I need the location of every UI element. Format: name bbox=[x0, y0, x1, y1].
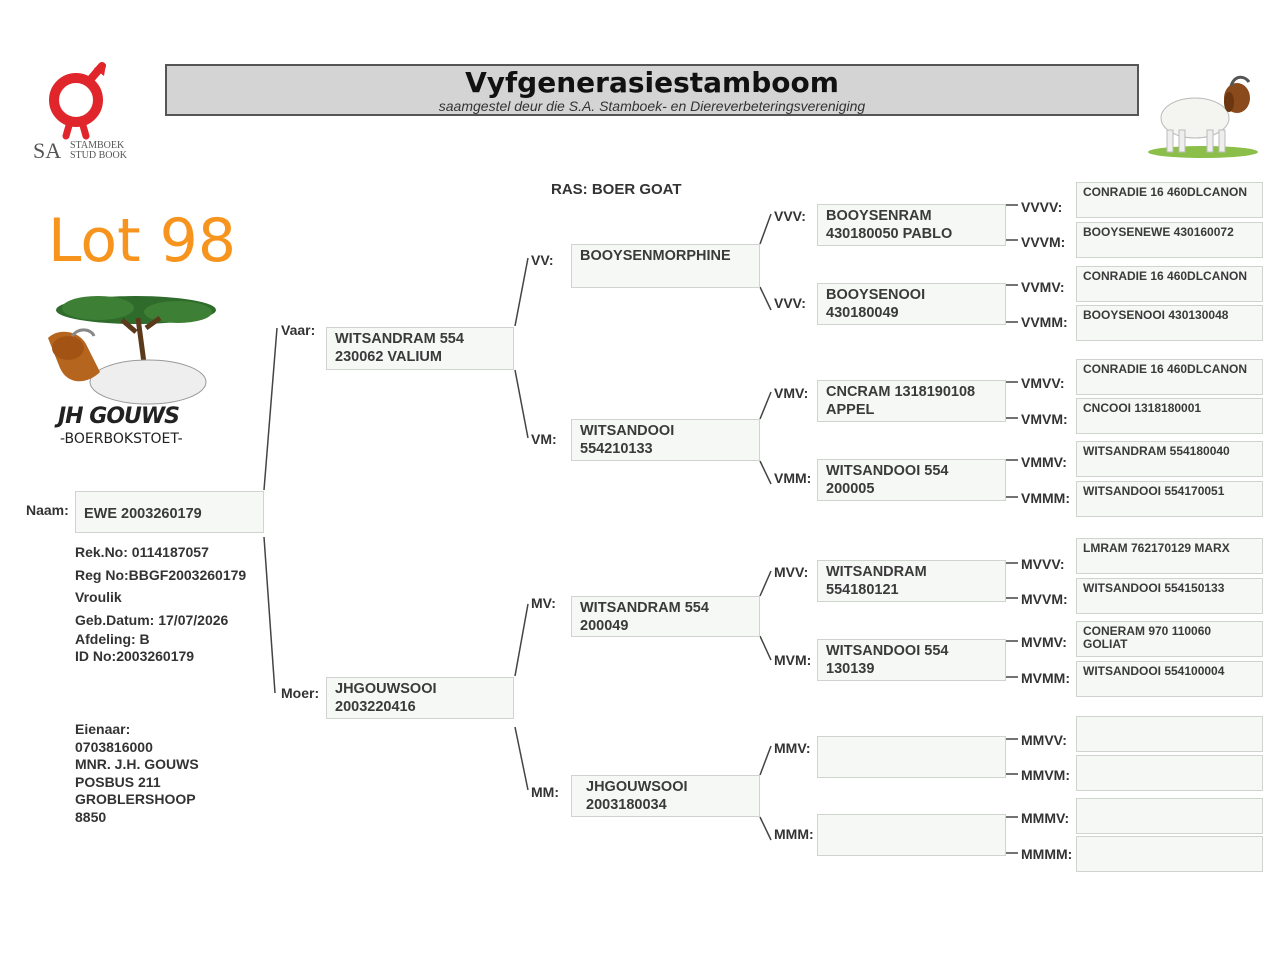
owner-name: MNR. J.H. GOUWS bbox=[75, 756, 199, 772]
vvv-box: BOOYSENRAM 430180050 PABLO bbox=[817, 204, 1006, 246]
vv-label: VV: bbox=[531, 252, 554, 268]
studbook-text: STUD BOOK bbox=[70, 150, 127, 161]
mvv-label: MVV: bbox=[774, 564, 809, 580]
owner-phone: 0703816000 bbox=[75, 738, 153, 755]
vvv-label: VVV: bbox=[774, 208, 806, 224]
owner-po-box: POSBUS 211 bbox=[75, 773, 161, 790]
sa-text: SA bbox=[33, 138, 62, 163]
afdeling: Afdeling: B bbox=[75, 631, 150, 647]
mvvm-box: WITSANDOOI 554150133 bbox=[1076, 578, 1263, 614]
vaar-label: Vaar: bbox=[281, 322, 316, 338]
vmv-label: VMV: bbox=[774, 385, 809, 401]
reg-no: Reg No:BBGF2003260179 bbox=[75, 566, 247, 583]
rek-no: Rek.No: 0114187057 bbox=[75, 544, 209, 560]
vvvv-label: VVVV: bbox=[1021, 199, 1063, 215]
mvmm-label: MVMM: bbox=[1021, 670, 1070, 686]
mvv-box: WITSANDRAM 554180121 bbox=[817, 560, 1006, 602]
vvvm-label: VVVM: bbox=[1021, 234, 1066, 250]
mv-label: MV: bbox=[531, 595, 556, 611]
vvmm-box: BOOYSENOOI 430130048 bbox=[1076, 305, 1263, 341]
boer-goat-icon bbox=[1148, 75, 1258, 158]
owner-postcode: 8850 bbox=[75, 808, 107, 825]
owner-town: GROBLERSHOOP bbox=[75, 791, 196, 807]
vmvv-box: CONRADIE 16 460DLCANON bbox=[1076, 359, 1263, 395]
breeder-logo: JH GOUWS -BOERBOKSTOET- bbox=[38, 288, 220, 453]
vvvv-box: CONRADIE 16 460DLCANON bbox=[1076, 182, 1263, 218]
mmvv-box bbox=[1076, 716, 1263, 752]
naam-label: Naam: bbox=[26, 502, 69, 518]
vvmv-label: VVMV: bbox=[1021, 279, 1065, 295]
mvmv-label: MVMV: bbox=[1021, 634, 1067, 650]
lot-number: Lot 98 bbox=[48, 206, 237, 276]
moer-label: Moer: bbox=[281, 685, 320, 701]
acacia-goat-icon bbox=[48, 296, 216, 405]
vmmm-box: WITSANDOOI 554170051 bbox=[1076, 481, 1263, 517]
stamboek-text: STAMBOEK bbox=[70, 140, 125, 151]
mvm-box: WITSANDOOI 554 130139 bbox=[817, 639, 1006, 681]
mmm-box bbox=[817, 814, 1006, 856]
mmv-label: MMV: bbox=[774, 740, 811, 756]
vvmv-box: CONRADIE 16 460DLCANON bbox=[1076, 266, 1263, 302]
vvmm-label: VVMM: bbox=[1021, 314, 1068, 330]
vmm-label: VMM: bbox=[774, 470, 812, 486]
mmvm-box bbox=[1076, 755, 1263, 791]
animal-name-box: EWE 2003260179 bbox=[75, 491, 264, 533]
vmv-box: CNCRAM 1318190108 APPEL bbox=[817, 380, 1006, 422]
mmmm-box bbox=[1076, 836, 1263, 872]
vmmv-label: VMMV: bbox=[1021, 454, 1067, 470]
vmvm-label: VMVM: bbox=[1021, 411, 1068, 427]
mmmv-box bbox=[1076, 798, 1263, 834]
mvmv-box: CONERAM 970 110060 GOLIAT bbox=[1076, 621, 1263, 657]
birth-date: Geb.Datum: 17/07/2026 bbox=[75, 611, 229, 628]
mvmm-box: WITSANDOOI 554100004 bbox=[1076, 661, 1263, 697]
animal-details: Rek.No: 0114187057 Reg No:BBGF2003260179… bbox=[75, 541, 246, 665]
breed-label: RAS: BOER GOAT bbox=[551, 181, 682, 198]
owner-label: Eienaar: bbox=[75, 721, 131, 737]
vmvm-box: CNCOOI 1318180001 bbox=[1076, 398, 1263, 434]
sa-studbook-emblem-icon bbox=[49, 62, 106, 140]
gender: Vroulik bbox=[75, 589, 122, 605]
breeder-name: JH GOUWS bbox=[58, 404, 180, 429]
mmmm-label: MMMM: bbox=[1021, 846, 1073, 862]
page-subtitle: saamgestel deur die S.A. Stamboek- en Di… bbox=[438, 98, 866, 114]
vmmv-box: WITSANDRAM 554180040 bbox=[1076, 441, 1263, 477]
mmvm-label: MMVM: bbox=[1021, 767, 1070, 783]
sa-studbook-logo: SA STAMBOEK STUD BOOK bbox=[30, 62, 140, 163]
breeder-subtitle: -BOERBOKSTOET- bbox=[60, 431, 183, 447]
vvm-box: BOOYSENOOI 430180049 bbox=[817, 283, 1006, 325]
vmm-box: WITSANDOOI 554 200005 bbox=[817, 459, 1006, 501]
mvvv-box: LMRAM 762170129 MARX bbox=[1076, 538, 1263, 574]
vm-label: VM: bbox=[531, 431, 557, 447]
id-no: ID No:2003260179 bbox=[75, 648, 195, 664]
mmvv-label: MMVV: bbox=[1021, 732, 1067, 748]
vvvm-box: BOOYSENEWE 430160072 bbox=[1076, 222, 1263, 258]
vmvv-label: VMVV: bbox=[1021, 375, 1065, 391]
mmmv-label: MMMV: bbox=[1021, 810, 1070, 826]
mv-box: WITSANDRAM 554 200049 bbox=[571, 596, 760, 637]
vv-box: BOOYSENMORPHINE bbox=[571, 244, 760, 288]
mvm-label: MVM: bbox=[774, 652, 812, 668]
moer-box: JHGOUWSOOI 2003220416 bbox=[326, 677, 514, 719]
vm-box: WITSANDOOI 554210133 bbox=[571, 419, 760, 461]
title-banner: Vyfgenerasiestamboom saamgestel deur die… bbox=[165, 64, 1139, 116]
vaar-box: WITSANDRAM 554 230062 VALIUM bbox=[326, 327, 514, 370]
mmm-label: MMM: bbox=[774, 826, 814, 842]
vmmm-label: VMMM: bbox=[1021, 490, 1070, 506]
mm-box: JHGOUWSOOI 2003180034 bbox=[571, 775, 760, 817]
mvvm-label: MVVM: bbox=[1021, 591, 1068, 607]
mm-label: MM: bbox=[531, 784, 559, 800]
page-title: Vyfgenerasiestamboom bbox=[465, 66, 839, 99]
vvm-label: VVV: bbox=[774, 295, 806, 311]
owner-details: Eienaar: 0703816000 MNR. J.H. GOUWS POSB… bbox=[75, 721, 199, 826]
mvvv-label: MVVV: bbox=[1021, 556, 1065, 572]
mmv-box bbox=[817, 736, 1006, 778]
